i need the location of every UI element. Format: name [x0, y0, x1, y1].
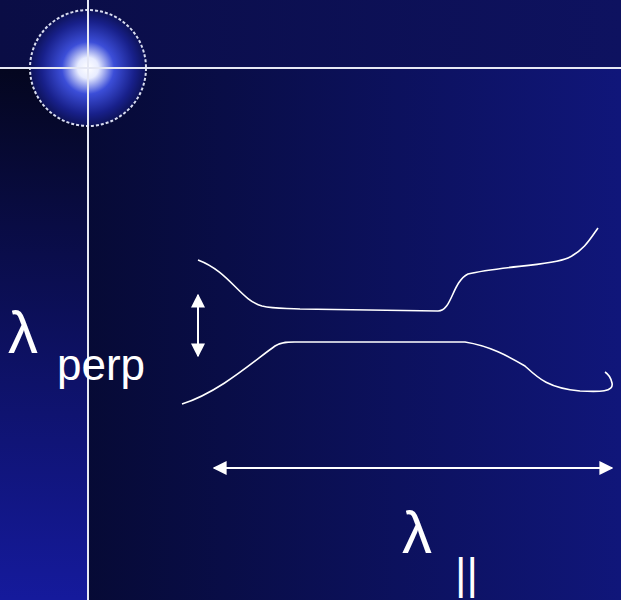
crosshair-line — [87, 0, 89, 600]
left-band — [0, 68, 88, 600]
subscript-label: perp — [57, 343, 145, 387]
dimension-arrow — [214, 467, 612, 469]
lambda-symbol: λ — [402, 503, 432, 563]
crosshair-line — [0, 67, 621, 69]
flux-tube-wall — [198, 228, 598, 311]
flux-tube-wall — [182, 342, 612, 404]
subscript-label: || — [455, 552, 478, 596]
lambda-symbol: λ — [8, 303, 38, 363]
dimension-arrow — [197, 295, 199, 356]
